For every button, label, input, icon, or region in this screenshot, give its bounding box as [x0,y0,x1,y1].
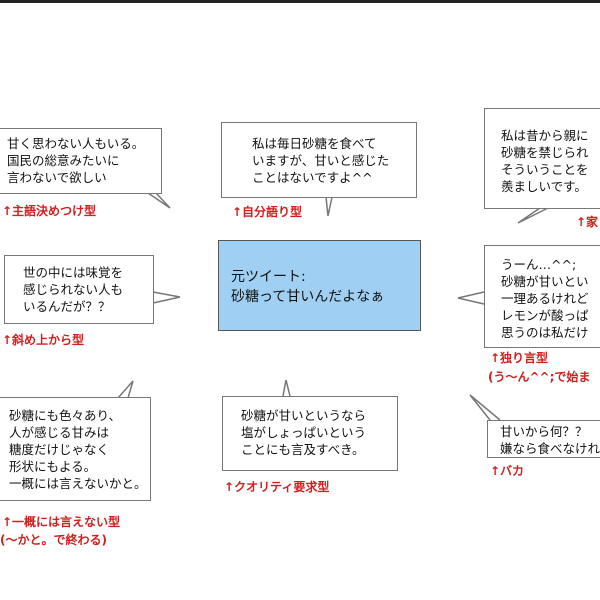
label-top-middle: ↑自分語り型 [232,205,303,219]
bubble-line: レモンが酸っぱ [501,308,589,323]
bubble-bottom-right: 甘いから何？？ 嫌なら食べなけれ [487,420,600,458]
bubble-bottom-middle: 砂糖が甘いというなら 塩がしょっぱいという ことにも言及すべき。 [222,396,398,471]
bubble-middle-right: うーん…^^; 砂糖が甘いとい 一理あるけれど レモンが酸っぱ 思うのは私だけ [484,245,600,348]
bubble-bottom-left: 砂糖にも色々あり、 人が感じる甘みは 糖度だけじゃなく 形状にもよる。 一概には… [0,397,151,501]
label-top-left: ↑主語決めつけ型 [2,204,97,218]
bubble-line: 糖度だけじゃなく [9,442,110,457]
bubble-line: 人が感じる甘みは [9,425,110,440]
label-bottom-right: ↑バカ [490,464,525,478]
bubble-line: 塩がしょっぱいという [241,425,367,440]
bubble-line: 嫌なら食べなけれ [500,441,600,456]
bubble-line: 甘く思わない人もいる。 [7,136,145,151]
bubble-line: ことはないですよ^^ [252,170,373,185]
tail-top-right [517,207,549,224]
bubble-top-right: 私は昔から親に 砂糖を禁じられ そういうことを 羨ましいです。 [484,108,600,209]
bubble-line: 国民の総意みたいに [7,153,120,168]
bubble-line: 一概には言えないかと。 [9,476,147,491]
top-border [0,0,600,3]
original-tweet-box: 元ツイート: 砂糖って甘いんだよなぁ [218,240,421,331]
bubble-line: いますが、甘いと感じた [252,153,390,168]
bubble-middle-left: 世の中には味覚を 感じられない人も いるんだが？？ [4,255,154,324]
bubble-line: 砂糖を禁じられ [501,145,589,160]
tail-bottom-left [117,380,134,399]
tail-bottom-middle [282,379,291,397]
tail-middle-left [152,291,181,304]
bubble-line: 思うのは私だけ [501,325,589,340]
tail-top-middle [325,196,333,217]
bubble-line: 形状にもよる。 [9,459,97,474]
tail-middle-right [457,291,485,305]
bubble-line: 羨ましいです。 [501,179,587,194]
label-bottom-middle: ↑クオリティ要求型 [224,480,330,494]
tail-bottom-right [469,394,501,421]
bubble-line: いるんだが？？ [23,299,111,314]
label-middle-left: ↑斜め上から型 [2,333,85,347]
bubble-line: 言わないで欲しい [7,170,107,185]
bubble-line: 砂糖が甘いとい [501,274,589,289]
bubble-line: ことにも言及すべき。 [241,442,365,457]
bubble-line: 感じられない人も [23,282,124,297]
bubble-line: そういうことを [501,162,589,177]
bubble-line: 一理あるけれど [501,291,589,306]
original-tweet-title: 元ツイート: [231,269,306,285]
bubble-line: うーん…^^; [501,257,577,272]
bubble-line: 私は昔から親に [501,128,589,143]
original-tweet-text: 砂糖って甘いんだよなぁ [231,289,385,305]
tail-top-left [147,192,171,209]
bubble-line: 甘いから何？？ [500,424,588,439]
label-bottom-left: ↑一概には言えない型 [2,515,121,529]
bubble-top-middle: 私は毎日砂糖を食べて いますが、甘いと感じた ことはないですよ^^ [221,122,417,198]
label-middle-right-note: (う〜ん^^;で始ま [488,370,591,384]
label-middle-right: ↑独り言型 [490,351,549,365]
label-top-right: ↑家 [576,215,599,229]
bubble-line: 私は毎日砂糖を食べて [252,136,377,151]
label-bottom-left-note: (〜かと。で終わる) [0,533,107,547]
bubble-line: 砂糖が甘いというなら [241,408,367,423]
bubble-top-left: 甘く思わない人もいる。 国民の総意みたいに 言わないで欲しい [0,128,162,194]
bubble-line: 世の中には味覚を [23,265,124,280]
bubble-line: 砂糖にも色々あり、 [9,408,122,423]
